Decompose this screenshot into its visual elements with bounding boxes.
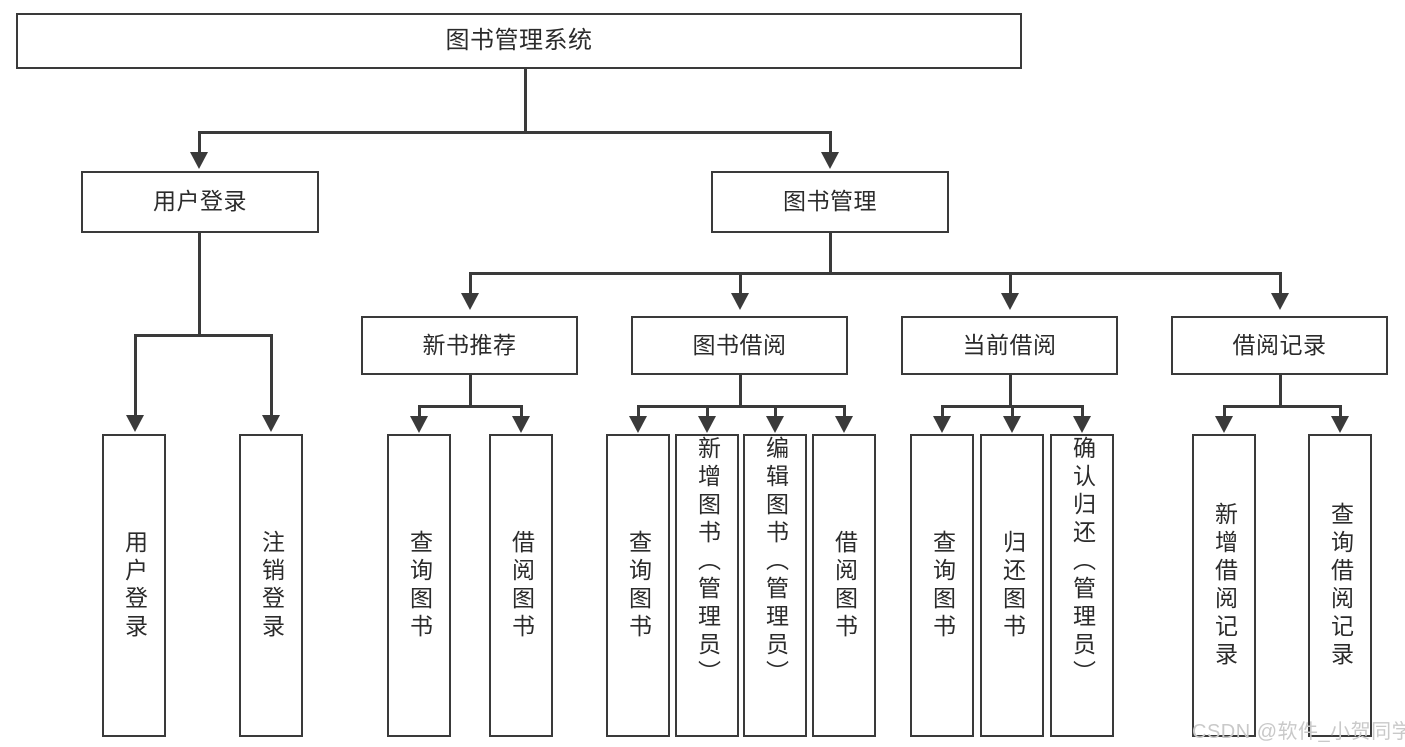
connector-root-stem — [524, 69, 527, 132]
leaf-cb-confirm-return-admin[interactable]: 确认归还（管理员） — [1050, 434, 1114, 737]
node-book-management[interactable]: 图书管理 — [711, 171, 949, 233]
node-current-borrow[interactable]: 当前借阅 — [901, 316, 1118, 375]
node-label: 查询图书 — [929, 529, 956, 642]
connector-cb-leaf-1 — [941, 405, 944, 417]
node-label: 编辑图书（管理员） — [762, 436, 789, 688]
connector-bm-to-book-borrow — [739, 272, 742, 295]
arrowhead-bb-leaf-3 — [766, 416, 784, 433]
connector-br-leaf-2 — [1339, 405, 1342, 417]
connector-bb-leaf-1 — [637, 405, 640, 417]
node-label: 用户登录 — [121, 529, 148, 642]
arrowhead-leaf-user-login — [126, 415, 144, 432]
node-label: 图书借阅 — [692, 331, 787, 358]
leaf-nb-borrow-book[interactable]: 借阅图书 — [489, 434, 553, 737]
node-label: 归还图书 — [999, 529, 1026, 642]
arrowhead-current-borrow — [1001, 293, 1019, 310]
arrowhead-book-borrow — [731, 293, 749, 310]
node-label: 新增图书（管理员） — [694, 436, 721, 688]
connector-borrow-record-bus — [1223, 405, 1341, 408]
connector-book-borrow-bus — [637, 405, 845, 408]
leaf-bb-add-book-admin[interactable]: 新增图书（管理员） — [675, 434, 739, 737]
connector-nb-leaf-2 — [520, 405, 523, 417]
connector-bb-leaf-4 — [843, 405, 846, 417]
arrowhead-user-login — [190, 152, 208, 169]
node-label: 当前借阅 — [962, 331, 1057, 358]
leaf-nb-query-book[interactable]: 查询图书 — [387, 434, 451, 737]
node-label: 查询图书 — [406, 529, 433, 642]
arrowhead-cb-leaf-3 — [1073, 416, 1091, 433]
arrowhead-book-management — [821, 152, 839, 169]
node-book-borrow[interactable]: 图书借阅 — [631, 316, 848, 375]
node-label: 借阅图书 — [508, 529, 535, 642]
node-root-book-management-system[interactable]: 图书管理系统 — [16, 13, 1022, 69]
connector-user-login-leaf-2 — [270, 334, 273, 416]
arrowhead-leaf-logout-login — [262, 415, 280, 432]
connector-bm-to-new-book — [469, 272, 472, 295]
node-label: 借阅图书 — [831, 529, 858, 642]
connector-bb-leaf-2 — [706, 405, 709, 417]
connector-root-bus — [198, 131, 832, 134]
connector-user-login-bus — [134, 334, 272, 337]
connector-borrow-record-stem — [1279, 375, 1282, 406]
connector-cb-leaf-3 — [1081, 405, 1084, 417]
node-label: 查询图书 — [625, 529, 652, 642]
node-label: 注销登录 — [258, 529, 285, 642]
arrowhead-cb-leaf-2 — [1003, 416, 1021, 433]
node-user-login[interactable]: 用户登录 — [81, 171, 319, 233]
node-label: 新增借阅记录 — [1211, 501, 1238, 670]
connector-user-login-leaf-1 — [134, 334, 137, 416]
node-new-book-recommend[interactable]: 新书推荐 — [361, 316, 578, 375]
node-label: 新书推荐 — [422, 331, 517, 358]
connector-nb-leaf-1 — [418, 405, 421, 417]
leaf-user-login[interactable]: 用户登录 — [102, 434, 166, 737]
connector-user-login-stem — [198, 233, 201, 335]
arrowhead-bb-leaf-1 — [629, 416, 647, 433]
leaf-bb-edit-book-admin[interactable]: 编辑图书（管理员） — [743, 434, 807, 737]
connector-bm-to-current-borrow — [1009, 272, 1012, 295]
arrowhead-cb-leaf-1 — [933, 416, 951, 433]
arrowhead-br-leaf-1 — [1215, 416, 1233, 433]
node-label: 查询借阅记录 — [1327, 501, 1354, 670]
connector-br-leaf-1 — [1223, 405, 1226, 417]
leaf-logout-login[interactable]: 注销登录 — [239, 434, 303, 737]
leaf-br-query-record[interactable]: 查询借阅记录 — [1308, 434, 1372, 737]
node-label: 确认归还（管理员） — [1069, 436, 1096, 688]
leaf-cb-query-book[interactable]: 查询图书 — [910, 434, 974, 737]
connector-bm-to-borrow-record — [1279, 272, 1282, 295]
node-borrow-record[interactable]: 借阅记录 — [1171, 316, 1388, 375]
leaf-bb-query-book[interactable]: 查询图书 — [606, 434, 670, 737]
arrowhead-nb-leaf-1 — [410, 416, 428, 433]
connector-book-borrow-stem — [739, 375, 742, 406]
node-label: 借阅记录 — [1232, 331, 1327, 358]
connector-root-to-book-management — [829, 131, 832, 154]
leaf-bb-borrow-book[interactable]: 借阅图书 — [812, 434, 876, 737]
connector-new-book-stem — [469, 375, 472, 406]
node-label: 图书管理系统 — [445, 26, 593, 54]
connector-new-book-bus — [418, 405, 522, 408]
arrowhead-br-leaf-2 — [1331, 416, 1349, 433]
node-label: 用户登录 — [153, 188, 247, 215]
connector-bb-leaf-3 — [774, 405, 777, 417]
arrowhead-new-book-recommend — [461, 293, 479, 310]
arrowhead-borrow-record — [1271, 293, 1289, 310]
arrowhead-nb-leaf-2 — [512, 416, 530, 433]
node-label: 图书管理 — [783, 188, 877, 215]
arrowhead-bb-leaf-2 — [698, 416, 716, 433]
arrowhead-bb-leaf-4 — [835, 416, 853, 433]
connector-root-to-user-login — [198, 131, 201, 154]
leaf-cb-return-book[interactable]: 归还图书 — [980, 434, 1044, 737]
leaf-br-add-record[interactable]: 新增借阅记录 — [1192, 434, 1256, 737]
connector-book-management-bus — [469, 272, 1281, 275]
connector-cb-leaf-2 — [1011, 405, 1014, 417]
connector-current-borrow-stem — [1009, 375, 1012, 406]
connector-book-management-stem — [829, 233, 832, 273]
